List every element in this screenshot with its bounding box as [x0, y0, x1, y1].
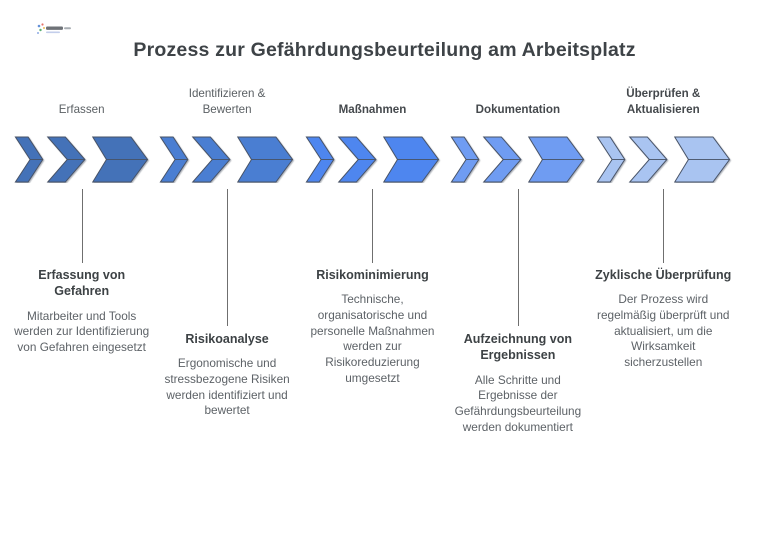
stage-description: Risikoanalyse Ergonomische und stressbez… [157, 331, 297, 419]
brand-logo [37, 23, 71, 34]
page-title: Prozess zur Gefährdungsbeurteilung am Ar… [133, 39, 636, 61]
stage-heading: Erfassung von Gefahren [38, 268, 126, 299]
chevron-arrow-group-icon [305, 136, 439, 183]
process-stage-row: Erfassen Erfassung von Gefahren Mitarbei… [9, 82, 736, 522]
stage-top-label: Maßnahmen [338, 102, 407, 116]
chevron-arrow-group-icon [450, 136, 585, 183]
chevron-arrow-group-icon [596, 136, 730, 183]
stage-description: Risikominimierung Technische, organisato… [302, 267, 442, 386]
stage-description: Zyklische Überprüfung Der Prozess wird r… [593, 267, 733, 371]
stage-top-label: Identifizieren & Bewerten [188, 86, 266, 116]
stage-body-text: Der Prozess wird regelmäßig überprüft un… [597, 292, 730, 369]
stage-top-label: Überprüfen & Aktualisieren [626, 86, 701, 116]
stage-erfassen: Erfassen Erfassung von Gefahren Mitarbei… [9, 82, 154, 522]
connector-line [517, 189, 519, 326]
stage-heading: Zyklische Überprüfung [595, 268, 732, 282]
stage-identifizieren-bewerten: Identifizieren & Bewerten Risikoanalyse … [154, 82, 299, 522]
stage-top-label: Dokumentation [475, 102, 561, 116]
chevron-arrow-group-icon [159, 136, 294, 183]
connector-line [81, 189, 83, 263]
stage-dokumentation: Dokumentation Aufzeichnung von Ergebniss… [445, 82, 590, 522]
stage-body-text: Technische, organisatorische und persone… [310, 292, 435, 385]
stage-body-text: Mitarbeiter und Tools werden zur Identif… [14, 308, 150, 354]
stage-description: Erfassung von Gefahren Mitarbeiter und T… [12, 267, 152, 356]
stage-top-label: Erfassen [58, 102, 105, 116]
connector-line [372, 189, 374, 263]
connector-line [227, 189, 229, 326]
stage-description: Aufzeichnung von Ergebnissen Alle Schrit… [448, 331, 588, 435]
connector-line [663, 189, 665, 263]
stage-body-text: Ergonomische und stressbezogene Risiken … [164, 356, 290, 418]
chevron-arrow-group-icon [14, 136, 149, 183]
stage-body-text: Alle Schritte und Ergebnisse der Gefährd… [454, 372, 582, 434]
stage-ueberpruefen-aktualisieren: Überprüfen & Aktualisieren Zyklische Übe… [591, 82, 736, 522]
stage-heading: Risikominimierung [316, 268, 429, 282]
stage-massnahmen: Maßnahmen Risikominimierung Technische, … [300, 82, 445, 522]
stage-heading: Aufzeichnung von Ergebnissen [463, 332, 573, 363]
stage-heading: Risikoanalyse [185, 332, 269, 346]
